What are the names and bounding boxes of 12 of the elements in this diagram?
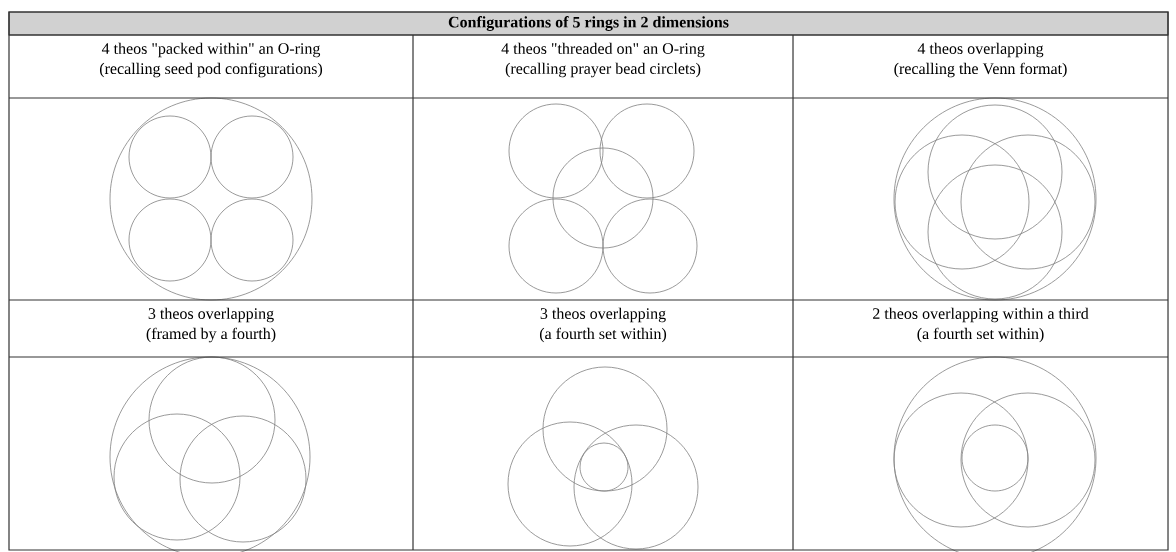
configuration-note: (a fourth set within) [917,327,1044,343]
configuration-heading: 2 theos overlapping within a third [873,307,1089,323]
configuration-note: (recalling seed pod configurations) [99,62,323,78]
configuration-heading: 4 theos overlapping [917,42,1044,58]
configuration-heading: 3 theos overlapping [148,307,274,323]
configuration-note: (recalling the Venn format) [894,62,1067,78]
configuration-heading: 4 theos "threaded on" an O-ring [501,42,705,58]
configuration-note: (recalling prayer bead circlets) [505,62,701,78]
configuration-heading: 3 theos overlapping [540,307,666,323]
configuration-note: (a fourth set within) [539,327,667,343]
configuration-note: (framed by a fourth) [146,327,276,343]
configuration-heading: 4 theos "packed within" an O-ring [101,42,321,58]
